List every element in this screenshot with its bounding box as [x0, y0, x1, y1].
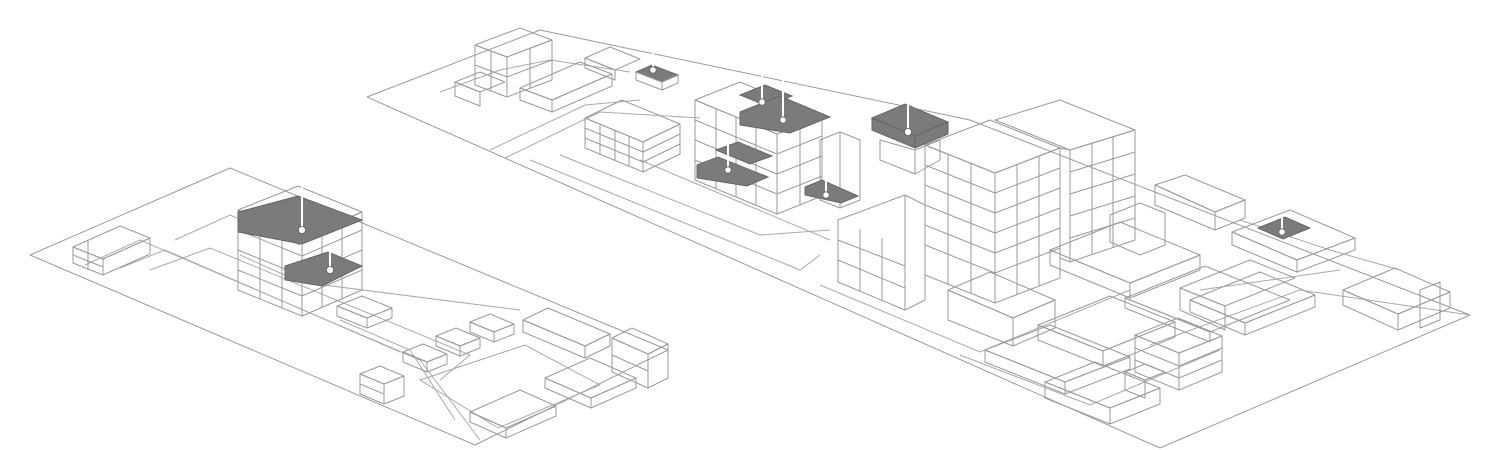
east-pavilion	[870, 103, 950, 175]
east-district	[366, 27, 1471, 449]
highlight-floor	[284, 251, 364, 287]
location-marker	[904, 128, 912, 136]
east-nw-cluster	[454, 27, 681, 173]
west-small-blocks	[72, 225, 669, 439]
east-ground-plate	[366, 29, 1471, 449]
highlight-floor	[696, 156, 770, 187]
location-marker	[758, 98, 766, 106]
east-high-rises	[837, 99, 1136, 311]
location-marker	[822, 191, 830, 199]
location-marker	[779, 116, 787, 124]
west-tower	[237, 185, 364, 317]
highlight-floor	[739, 95, 832, 134]
west-district	[29, 167, 669, 446]
highlight-floor	[1256, 216, 1312, 240]
highlight-floor	[237, 195, 364, 245]
location-marker	[649, 66, 657, 74]
location-marker	[298, 226, 306, 234]
highlight-floor	[634, 64, 680, 83]
east-buildings	[454, 27, 1451, 425]
east-central-block	[694, 75, 861, 215]
location-marker	[1278, 228, 1286, 236]
east-south-cluster	[984, 271, 1316, 425]
west-buildings	[72, 185, 669, 439]
highlight-floor	[804, 179, 860, 204]
east-east-blocks	[947, 174, 1451, 347]
highlight-floor	[714, 141, 774, 165]
location-marker	[326, 266, 334, 274]
west-ground-plate	[29, 167, 669, 446]
location-marker	[724, 166, 732, 174]
